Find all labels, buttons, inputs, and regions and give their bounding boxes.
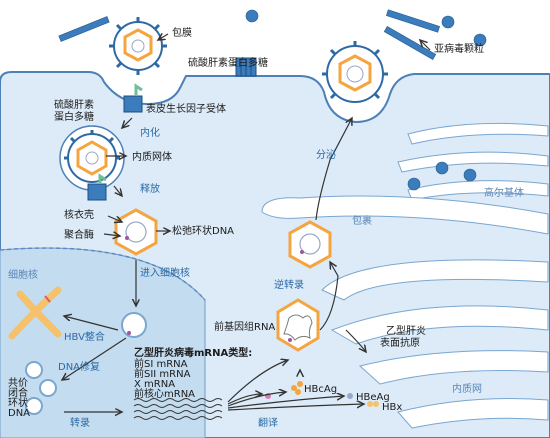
label-cccdna-1: 共价 — [8, 377, 28, 389]
label-hspg-left-2: 蛋白多糖 — [54, 110, 94, 123]
label-hspg-left-1: 硫酸肝素 — [54, 98, 94, 111]
label-hbx: HBx — [382, 402, 402, 413]
label-pgrna: 前基因组RNA — [214, 320, 275, 333]
virion-extracellular — [109, 17, 167, 75]
label-er: 内质网 — [452, 382, 482, 395]
hspg-receptor-top — [235, 57, 257, 77]
label-mrna-3: X mRNA — [134, 379, 175, 390]
label-hbsag-2: 表面抗原 — [380, 336, 420, 349]
label-internalization: 内化 — [140, 126, 160, 139]
label-mrna-title: 乙型肝炎病毒mRNA类型: — [134, 346, 252, 359]
endosome — [59, 125, 125, 191]
label-cccdna-3: 环状 — [8, 396, 28, 409]
label-nucleus: 细胞核 — [8, 268, 38, 281]
label-subviral-particles: 亚病毒颗粒 — [434, 42, 484, 55]
host-chromosome — [8, 286, 62, 340]
label-envelopment: 包裹 — [352, 214, 372, 227]
label-mrna-4: 前核心mRNA — [134, 387, 195, 400]
label-hspg-top: 硫酸肝素蛋白多糖 — [188, 56, 268, 69]
label-reverse-transcription: 逆转录 — [274, 278, 304, 291]
label-nuclear-entry: 进入细胞核 — [140, 266, 190, 279]
label-egfr: 表皮生长因子受体 — [146, 102, 226, 115]
label-cccdna-2: 闭合 — [8, 386, 28, 399]
label-hbv-integration: HBV整合 — [64, 330, 105, 343]
golgi-apparatus — [397, 122, 549, 201]
label-golgi: 高尔基体 — [484, 186, 524, 199]
virion-secreted — [322, 41, 388, 103]
label-mrna-1: 前SI mRNA — [134, 357, 188, 370]
labels: 包膜 亚病毒颗粒 硫酸肝素蛋白多糖 硫酸肝素 蛋白多糖 表皮生长因子受体 内化 … — [8, 26, 524, 429]
mrna-strands — [133, 398, 223, 420]
egfr-receptor — [123, 83, 143, 113]
dna-circles — [25, 312, 147, 415]
label-hbcag: HBcAg — [304, 384, 337, 395]
label-polymerase: 聚合酶 — [64, 228, 94, 241]
label-transcription: 转录 — [70, 416, 90, 429]
label-envelope: 包膜 — [172, 26, 192, 39]
endoplasmic-reticulum — [261, 195, 549, 429]
mature-capsid — [288, 220, 332, 269]
label-translation: 翻译 — [258, 417, 278, 429]
label-endosome: 内质网体 — [132, 150, 172, 163]
label-release: 释放 — [140, 182, 160, 195]
arrows — [62, 34, 431, 412]
subviral-particles — [58, 9, 487, 191]
label-secretion: 分泌 — [316, 148, 336, 161]
nucleocapsid — [114, 208, 158, 256]
label-dna-repair: DNA修复 — [58, 360, 100, 373]
label-nucleocapsid: 核衣壳 — [64, 208, 94, 221]
label-cccdna-4: DNA — [8, 408, 30, 419]
pgrna-capsid — [276, 298, 320, 352]
label-hbeag: HBeAg — [356, 392, 390, 403]
label-mrna-2: 前SII mRNA — [134, 367, 191, 380]
label-hbsag-1: 乙型肝炎 — [386, 324, 426, 337]
label-rcdna: 松弛环状DNA — [172, 224, 234, 237]
released-receptor — [87, 173, 107, 201]
